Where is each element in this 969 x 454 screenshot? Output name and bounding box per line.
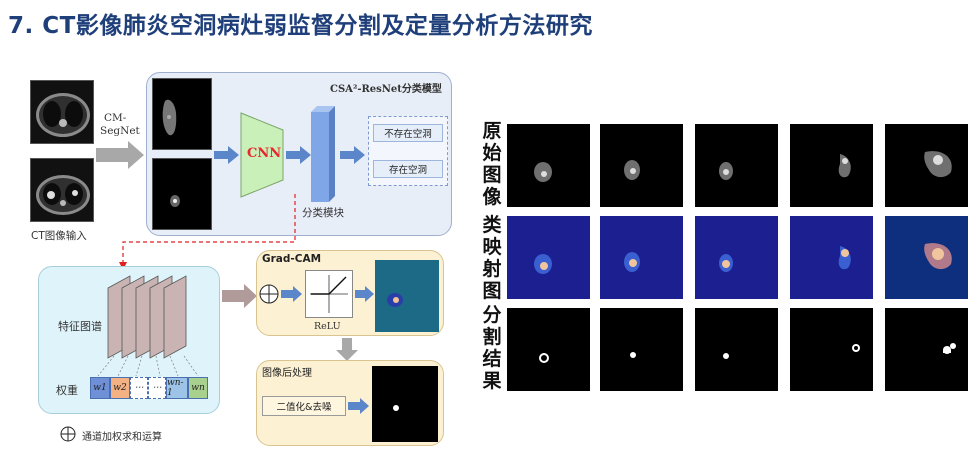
segmentation-image-3 xyxy=(695,308,778,391)
cam-image-5 xyxy=(885,216,968,299)
postprocess-title: 图像后处理 xyxy=(262,364,312,379)
arrow-to-final-mask xyxy=(348,398,370,414)
relu-label: ReLU xyxy=(314,321,341,332)
weight-wn: wn xyxy=(188,377,208,399)
cam-output-image xyxy=(375,260,439,332)
feature-map-label: 特征图谱 xyxy=(58,318,102,334)
arrow-to-outputs xyxy=(340,146,366,164)
row-label-cam-text: 类映射图 xyxy=(482,214,501,302)
weight-label: 权重 xyxy=(56,382,78,398)
row-label-segmentation: 分割结果 xyxy=(481,304,503,392)
class-output-present-label: 存在空洞 xyxy=(389,162,427,176)
segmented-lung-image-1 xyxy=(152,78,212,150)
cam-image-1 xyxy=(507,216,590,299)
arrow-to-cam-output xyxy=(355,286,375,302)
class-output-absent-label: 不存在空洞 xyxy=(384,126,432,140)
ct-input-label: CT图像输入 xyxy=(31,228,87,243)
class-output-absent: 不存在空洞 xyxy=(373,124,443,142)
segnet-label-line1: CM- xyxy=(104,112,126,124)
weighted-sum-operator-icon xyxy=(259,284,279,304)
weight-wn-1: wn-1 xyxy=(166,377,188,399)
cam-image-3 xyxy=(695,216,778,299)
class-output-present: 存在空洞 xyxy=(373,160,443,178)
arrow-to-relu xyxy=(281,286,303,302)
original-image-1 xyxy=(507,124,590,207)
weight-ellipsis-2: ⋯ xyxy=(148,377,166,399)
feature-map-stack xyxy=(100,270,200,366)
segnet-label-line2: SegNet xyxy=(100,125,140,137)
segmentation-image-4 xyxy=(790,308,873,391)
weighted-sum-legend-text: 通道加权求和运算 xyxy=(82,428,162,443)
binarize-denoise-step: 二值化&去噪 xyxy=(262,396,346,416)
relu-graph xyxy=(305,270,353,318)
original-image-5 xyxy=(885,124,968,207)
cnn-label: CNN xyxy=(247,146,281,161)
model-title: CSA²-ResNet分类模型 xyxy=(330,80,442,95)
ct-input-image-2 xyxy=(30,158,94,222)
feature-weight-connectors xyxy=(90,354,210,378)
original-image-3 xyxy=(695,124,778,207)
segmentation-image-1 xyxy=(507,308,590,391)
row-label-segmentation-text: 分割结果 xyxy=(482,304,501,392)
segmentation-image-5 xyxy=(885,308,968,391)
cam-image-4 xyxy=(790,216,873,299)
arrow-to-gradcam xyxy=(222,284,258,308)
row-label-original-text: 原始图像 xyxy=(482,120,501,208)
page-title: 7. CT影像肺炎空洞病灶弱监督分割及定量分析方法研究 xyxy=(8,6,593,40)
arrow-to-postprocess xyxy=(336,338,358,362)
segnet-arrow xyxy=(96,140,146,170)
original-image-2 xyxy=(600,124,683,207)
weight-w1: w1 xyxy=(90,377,110,399)
gradcam-title: Grad-CAM xyxy=(262,253,321,265)
binarize-denoise-label: 二值化&去噪 xyxy=(277,399,332,413)
weight-w2: w2 xyxy=(110,377,130,399)
segmentation-image-2 xyxy=(600,308,683,391)
final-mask-image xyxy=(372,366,438,442)
arrow-to-cnn xyxy=(214,146,240,164)
weight-ellipsis-1: ⋯ xyxy=(130,377,148,399)
weighted-sum-legend-icon xyxy=(60,426,76,442)
classifier-module xyxy=(311,106,337,202)
arrow-cnn-to-classifier xyxy=(286,146,312,164)
row-label-original: 原始图像 xyxy=(481,120,503,208)
cam-image-2 xyxy=(600,216,683,299)
row-label-cam: 类映射图 xyxy=(481,214,503,302)
ct-input-image-1 xyxy=(30,80,94,144)
original-image-4 xyxy=(790,124,873,207)
